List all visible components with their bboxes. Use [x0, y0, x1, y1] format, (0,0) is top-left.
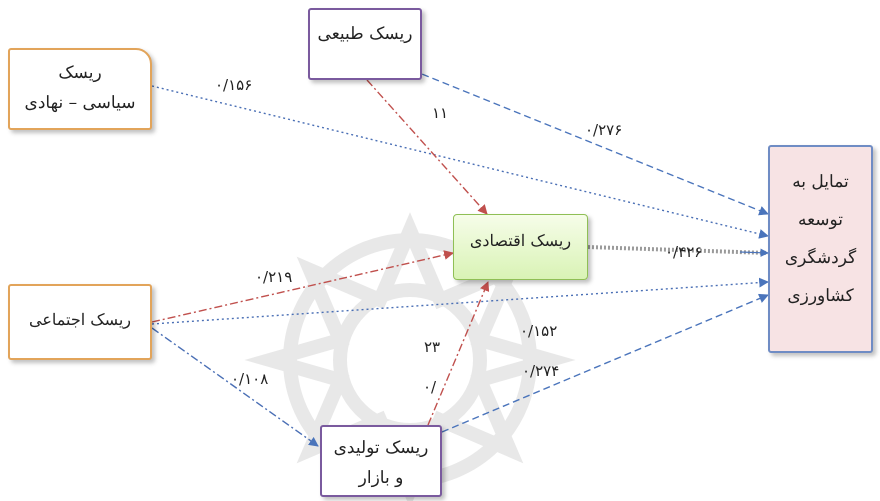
label-production-to-intention: ۰/۲۷۴	[522, 362, 560, 380]
node-social-risk: ریسک اجتماعی	[8, 284, 152, 360]
label-production-to-economic: ۲۳	[424, 338, 441, 356]
node-tourism-intention-line4: کشاورزی	[787, 286, 854, 306]
node-political-risk: ریسک سیاسی – نهادی	[8, 48, 152, 130]
path-social-to-economic	[151, 250, 454, 323]
path-social-to-production	[151, 327, 319, 447]
node-social-risk-label: ریسک اجتماعی	[28, 310, 132, 329]
node-economic-risk-label: ریسک اقتصادی	[469, 231, 572, 250]
label-social-to-production: ۰/۱۰۸	[231, 370, 269, 388]
node-natural-risk: ریسک طبیعی	[308, 8, 422, 80]
label-production-to-economic-prefix: ۰/	[423, 378, 437, 396]
path-natural-to-intention	[411, 69, 769, 216]
node-political-risk-line1: ریسک	[58, 63, 102, 83]
node-tourism-intention-line2: توسعه	[797, 210, 844, 230]
label-natural-to-intention: ۰/۲۷۶	[585, 121, 623, 139]
label-economic-to-intention: ۰/۴۲۶	[665, 243, 703, 261]
node-natural-risk-label: ریسک طبیعی	[317, 24, 413, 44]
node-production-risk-line2: و بازار	[358, 468, 404, 488]
node-tourism-intention-line1: تمایل به	[792, 172, 849, 192]
label-natural-to-economic: ۱۱	[432, 104, 449, 122]
label-social-to-intention: ۰/۱۵۲	[520, 322, 558, 340]
node-tourism-intention: تمایل به توسعه گردشگری کشاورزی	[768, 145, 873, 353]
path-economic-to-intention-head	[739, 248, 769, 257]
label-political-to-intention: ۰/۱۵۶	[215, 76, 253, 94]
node-political-risk-line2: سیاسی – نهادی	[24, 93, 136, 113]
node-production-risk: ریسک تولیدی و بازار	[320, 425, 442, 497]
node-production-risk-line1: ریسک تولیدی	[333, 438, 429, 458]
path-natural-to-economic	[366, 79, 488, 215]
path-political-to-intention	[151, 85, 769, 239]
path-production-to-intention	[441, 293, 769, 433]
path-production-to-economic	[427, 281, 490, 426]
node-economic-risk: ریسک اقتصادی	[453, 214, 588, 280]
label-social-to-economic: ۰/۲۱۹	[255, 268, 293, 286]
node-tourism-intention-line3: گردشگری	[784, 248, 857, 268]
